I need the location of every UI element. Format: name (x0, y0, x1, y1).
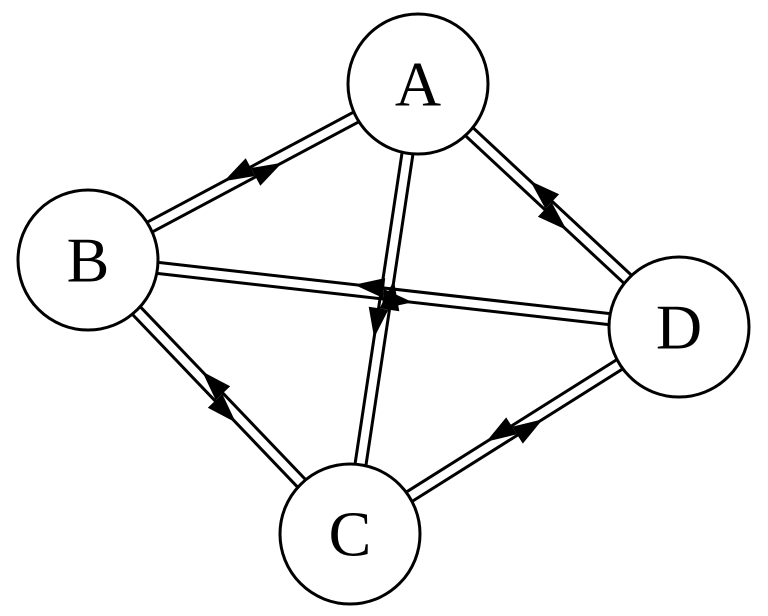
node-a-circle (346, 12, 490, 156)
edge-b-to-c (131, 313, 299, 489)
node-c[interactable]: C (278, 462, 422, 606)
node-b-label: B (67, 225, 110, 296)
node-c-circle (278, 462, 422, 606)
edge-b-to-a (151, 120, 360, 234)
node-c-label: C (329, 499, 372, 570)
arrowhead-a-to-c-icon (368, 306, 389, 338)
node-a[interactable]: A (346, 12, 490, 156)
arrowhead-b-to-c-icon (207, 393, 236, 423)
edge-d-to-c (405, 358, 618, 494)
edge-b-to-d (156, 271, 609, 327)
edge-c-to-d (411, 367, 624, 503)
arrowhead-a-to-d-icon (537, 202, 567, 230)
arrowhead-d-to-c-icon (486, 417, 517, 442)
arrowhead-c-to-a-icon (379, 280, 400, 312)
node-a-label: A (395, 49, 441, 120)
arrowhead-c-to-b-icon (202, 371, 231, 401)
edges-layer (131, 110, 633, 503)
node-b[interactable]: B (16, 188, 160, 332)
arrows-layer (202, 158, 567, 444)
edge-d-to-b (158, 260, 611, 316)
edge-c-to-a (364, 153, 415, 466)
node-d-circle (607, 255, 751, 399)
edge-c-to-b (139, 305, 307, 481)
arrowhead-d-to-b-icon (354, 278, 386, 298)
edge-a-to-b (146, 110, 355, 224)
edge-a-to-c (353, 152, 404, 465)
arrowhead-c-to-d-icon (512, 419, 543, 444)
arrowhead-a-to-b-icon (223, 158, 256, 182)
arrowhead-d-to-a-icon (530, 181, 560, 209)
node-d[interactable]: D (607, 255, 751, 399)
arrowhead-b-to-a-icon (250, 162, 283, 186)
node-d-label: D (656, 292, 702, 363)
node-b-circle (16, 188, 160, 332)
